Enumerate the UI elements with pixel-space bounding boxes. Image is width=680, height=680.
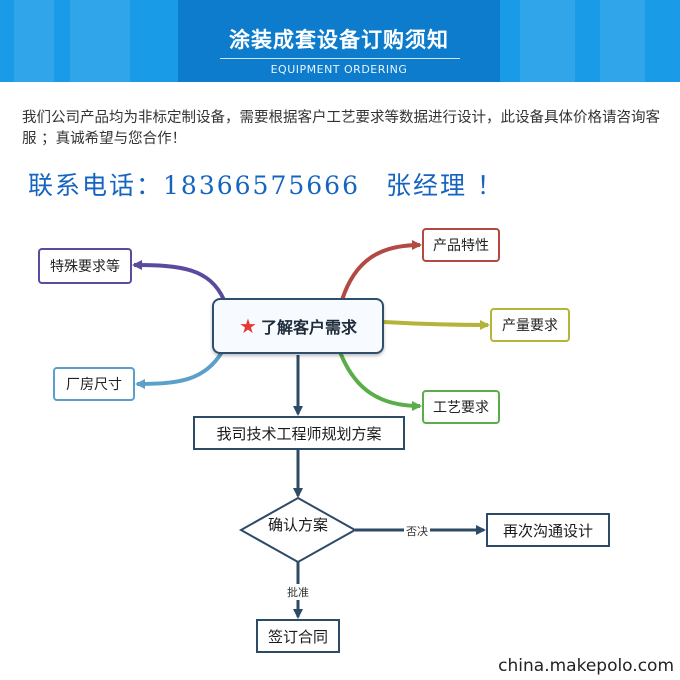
branch-process-connector: [338, 351, 422, 411]
banner-title: 涂装成套设备订购须知: [229, 28, 449, 52]
banner-stripe: [520, 0, 575, 82]
banner-stripe: [600, 0, 645, 82]
decision-label: 确认方案: [267, 516, 328, 534]
header-banner: 涂装成套设备订购须知 EQUIPMENT ORDERING: [0, 0, 680, 82]
contact-label: 联系电话：: [28, 171, 164, 200]
intro-text: 我们公司产品均为非标定制设备，需要根据客户工艺要求等数据进行设计，此设备具体价格…: [22, 110, 660, 147]
banner-center-panel: [178, 0, 500, 82]
reject-label: 否决: [404, 523, 430, 539]
branch-factory-connector: [135, 350, 224, 389]
branch-process-box: 工艺要求: [422, 390, 500, 424]
branch-special-connector: [132, 260, 226, 301]
contact-phone: 18366575666: [163, 171, 360, 200]
central-node: ★了解客户需求: [212, 298, 384, 354]
redesign-box: 再次沟通设计: [486, 513, 610, 547]
contact-person: 张经理 ！: [385, 171, 504, 200]
branch-product-connector: [340, 240, 422, 301]
contact-line: 联系电话：18366575666 张经理 ！: [28, 166, 504, 202]
banner-subtitle: EQUIPMENT ORDERING: [270, 63, 408, 76]
banner-stripe: [70, 0, 130, 82]
central-node-label: 了解客户需求: [260, 318, 357, 337]
watermark: china.makepolo.com: [498, 656, 674, 676]
plan-box: 我司技术工程师规划方案: [193, 416, 405, 450]
banner-divider: [220, 58, 460, 59]
branch-special-box: 特殊要求等: [38, 248, 132, 284]
branch-output-connector: [383, 319, 490, 330]
branch-product-box: 产品特性: [422, 228, 500, 262]
banner-stripe: [14, 0, 54, 82]
branch-factory-box: 厂房尺寸: [53, 367, 135, 401]
approve-label: 批准: [285, 584, 311, 600]
branch-output-box: 产量要求: [490, 308, 570, 342]
contract-box: 签订合同: [256, 619, 340, 653]
star-icon: ★: [239, 314, 257, 338]
